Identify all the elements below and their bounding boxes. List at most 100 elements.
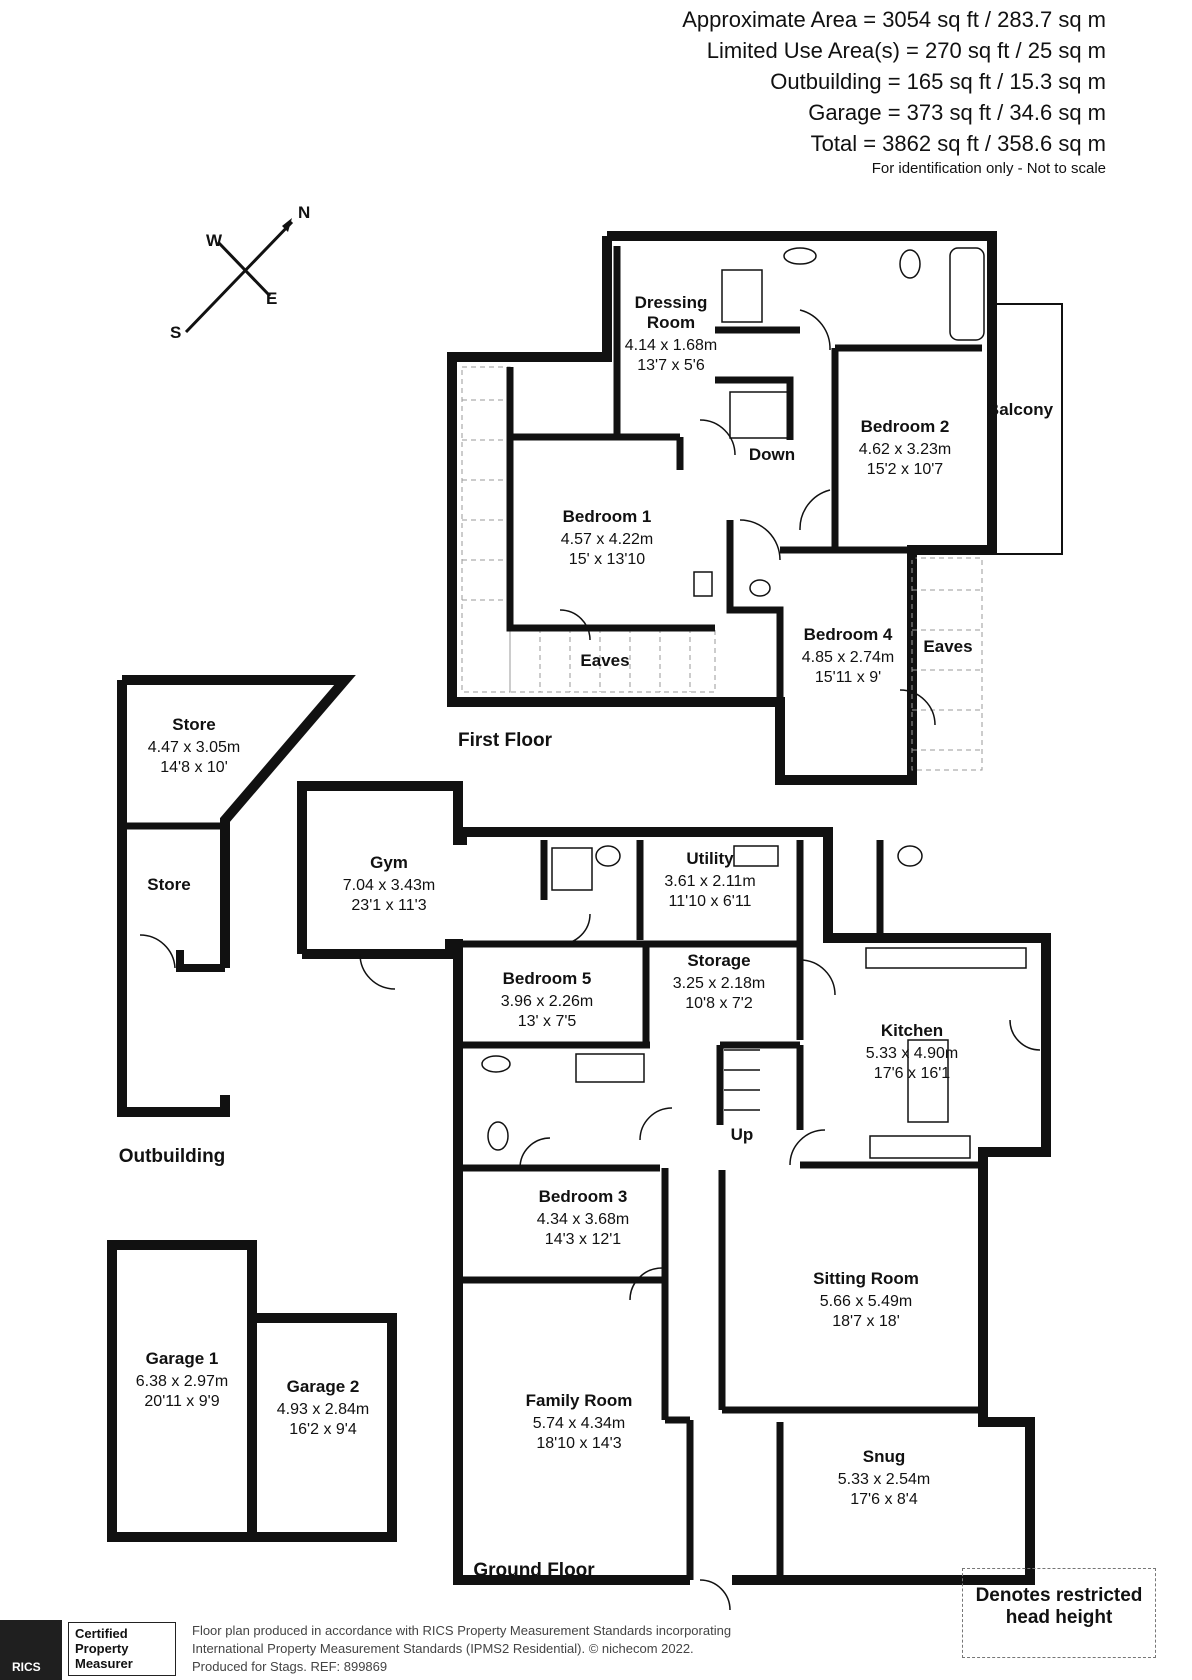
room-imperial: 18'10 x 14'3	[536, 1435, 621, 1452]
room-metric: 5.74 x 4.34m	[533, 1415, 626, 1432]
room-bedroom-2: Bedroom 2 4.62 x 3.23m 15'2 x 10'7	[859, 417, 952, 478]
first-floor	[447, 231, 1063, 785]
room-imperial: 20'11 x 9'9	[144, 1393, 219, 1410]
area-limited-use: Limited Use Area(s) = 270 sq ft / 25 sq …	[706, 38, 1106, 63]
room-gym: Gym 7.04 x 3.43m 23'1 x 11'3	[343, 853, 436, 914]
room-snug: Snug 5.33 x 2.54m 17'6 x 8'4	[838, 1447, 931, 1508]
room-dressing: Dressing Room 4.14 x 1.68m 13'7 x 5'6	[625, 293, 718, 374]
room-sitting-room: Sitting Room 5.66 x 5.49m 18'7 x 18'	[813, 1269, 919, 1330]
footer-line-1: Floor plan produced in accordance with R…	[192, 1623, 732, 1638]
room-bedroom-3: Bedroom 3 4.34 x 3.68m 14'3 x 12'1	[537, 1187, 630, 1248]
room-name-line2: Room	[647, 313, 695, 332]
room-name: Family Room	[526, 1391, 633, 1410]
eaves-hatch-right	[911, 557, 983, 771]
room-name: Utility	[686, 849, 734, 868]
room-name: Garage 1	[146, 1349, 219, 1368]
garage-plan	[107, 1240, 397, 1542]
room-imperial: 17'6 x 16'1	[874, 1065, 950, 1082]
room-balcony: Balcony	[987, 400, 1054, 419]
room-metric: 4.57 x 4.22m	[561, 531, 654, 548]
room-metric: 4.14 x 1.68m	[625, 337, 718, 354]
room-metric: 5.33 x 2.54m	[838, 1471, 931, 1488]
room-name: Garage 2	[287, 1377, 360, 1396]
room-garage-1: Garage 1 6.38 x 2.97m 20'11 x 9'9	[136, 1349, 229, 1410]
room-name: Bedroom 3	[539, 1187, 628, 1206]
room-imperial: 15'11 x 9'	[815, 669, 881, 686]
badge-line-2: Property	[75, 1641, 129, 1656]
room-metric: 7.04 x 3.43m	[343, 877, 436, 894]
room-kitchen: Kitchen 5.33 x 4.90m 17'6 x 16'1	[866, 1021, 959, 1082]
room-name: Bedroom 2	[861, 417, 950, 436]
room-name: Kitchen	[881, 1021, 943, 1040]
room-name: Storage	[687, 951, 750, 970]
area-garage: Garage = 373 sq ft / 34.6 sq m	[808, 100, 1106, 125]
room-family-room: Family Room 5.74 x 4.34m 18'10 x 14'3	[526, 1391, 633, 1452]
ground-floor	[297, 781, 1051, 1611]
room-name: Dressing	[635, 293, 708, 312]
room-imperial: 13'7 x 5'6	[637, 357, 705, 374]
stairs-up-label: Up	[731, 1125, 754, 1144]
room-store: Store 4.47 x 3.05m 14'8 x 10'	[148, 715, 241, 776]
room-imperial: 10'8 x 7'2	[685, 995, 753, 1012]
room-bedroom-5: Bedroom 5 3.96 x 2.26m 13' x 7'5	[501, 969, 594, 1030]
room-metric: 4.62 x 3.23m	[859, 441, 952, 458]
legend-restricted-height: Denotes restricted head height	[962, 1568, 1156, 1658]
compass-east: E	[266, 289, 277, 308]
stairs-down-label: Down	[749, 445, 795, 464]
room-imperial: 13' x 7'5	[518, 1013, 577, 1030]
area-summary: Approximate Area = 3054 sq ft / 283.7 sq…	[682, 4, 1106, 159]
area-outbuilding: Outbuilding = 165 sq ft / 15.3 sq m	[770, 69, 1106, 94]
room-metric: 3.96 x 2.26m	[501, 993, 594, 1010]
room-metric: 5.66 x 5.49m	[820, 1293, 913, 1310]
room-imperial: 15'2 x 10'7	[867, 461, 943, 478]
badge-line-3: Measurer	[75, 1656, 133, 1671]
room-name: Bedroom 5	[503, 969, 592, 988]
room-imperial: 16'2 x 9'4	[289, 1421, 357, 1438]
ground-floor-title: Ground Floor	[473, 1560, 595, 1581]
room-utility: Utility 3.61 x 2.11m 11'10 x 6'11	[664, 849, 755, 910]
footer-line-2: International Property Measurement Stand…	[192, 1641, 694, 1656]
room-imperial: 11'10 x 6'11	[669, 893, 752, 910]
room-bedroom-1: Bedroom 1 4.57 x 4.22m 15' x 13'10	[561, 507, 654, 568]
room-name: Bedroom 4	[804, 625, 893, 644]
room-eaves-right: Eaves	[923, 637, 972, 656]
outbuilding-title: Outbuilding	[119, 1146, 226, 1167]
room-metric: 4.85 x 2.74m	[802, 649, 895, 666]
outbuilding-plan	[117, 675, 356, 1117]
room-imperial: 23'1 x 11'3	[351, 897, 426, 914]
room-metric: 4.47 x 3.05m	[148, 739, 241, 756]
room-eaves-left: Eaves	[580, 651, 629, 670]
legend-line-2: head height	[1005, 1607, 1113, 1628]
compass-north: N	[298, 203, 310, 222]
room-imperial: 14'3 x 12'1	[545, 1231, 621, 1248]
room-imperial: 14'8 x 10'	[160, 759, 228, 776]
room-name: Snug	[863, 1447, 906, 1466]
area-approximate: Approximate Area = 3054 sq ft / 283.7 sq…	[682, 7, 1106, 32]
compass-west: W	[206, 231, 223, 250]
room-storage: Storage 3.25 x 2.18m 10'8 x 7'2	[673, 951, 766, 1012]
scale-note: For identification only - Not to scale	[871, 160, 1106, 177]
room-garage-2: Garage 2 4.93 x 2.84m 16'2 x 9'4	[277, 1377, 370, 1438]
compass	[184, 218, 294, 334]
room-store-small: Store	[147, 875, 190, 894]
room-metric: 3.25 x 2.18m	[673, 975, 766, 992]
room-name: Store	[172, 715, 215, 734]
eaves-hatch-left	[461, 366, 716, 693]
room-name: Sitting Room	[813, 1269, 919, 1288]
room-metric: 3.61 x 2.11m	[664, 873, 755, 890]
area-total: Total = 3862 sq ft / 358.6 sq m	[810, 131, 1106, 156]
room-metric: 4.93 x 2.84m	[277, 1401, 370, 1418]
room-metric: 6.38 x 2.97m	[136, 1373, 229, 1390]
rics-logo-text: RICS	[12, 1660, 41, 1674]
room-imperial: 18'7 x 18'	[832, 1313, 900, 1330]
room-bedroom-4: Bedroom 4 4.85 x 2.74m 15'11 x 9'	[802, 625, 895, 686]
badge-line-1: Certified	[75, 1626, 128, 1641]
room-imperial: 15' x 13'10	[569, 551, 645, 568]
footer-line-3: Produced for Stags. REF: 899869	[192, 1659, 388, 1674]
legend-line-1: Denotes restricted	[975, 1585, 1143, 1606]
room-name: Bedroom 1	[563, 507, 652, 526]
room-metric: 4.34 x 3.68m	[537, 1211, 630, 1228]
compass-south: S	[170, 323, 181, 342]
rics-logo: RICS	[0, 1620, 62, 1680]
